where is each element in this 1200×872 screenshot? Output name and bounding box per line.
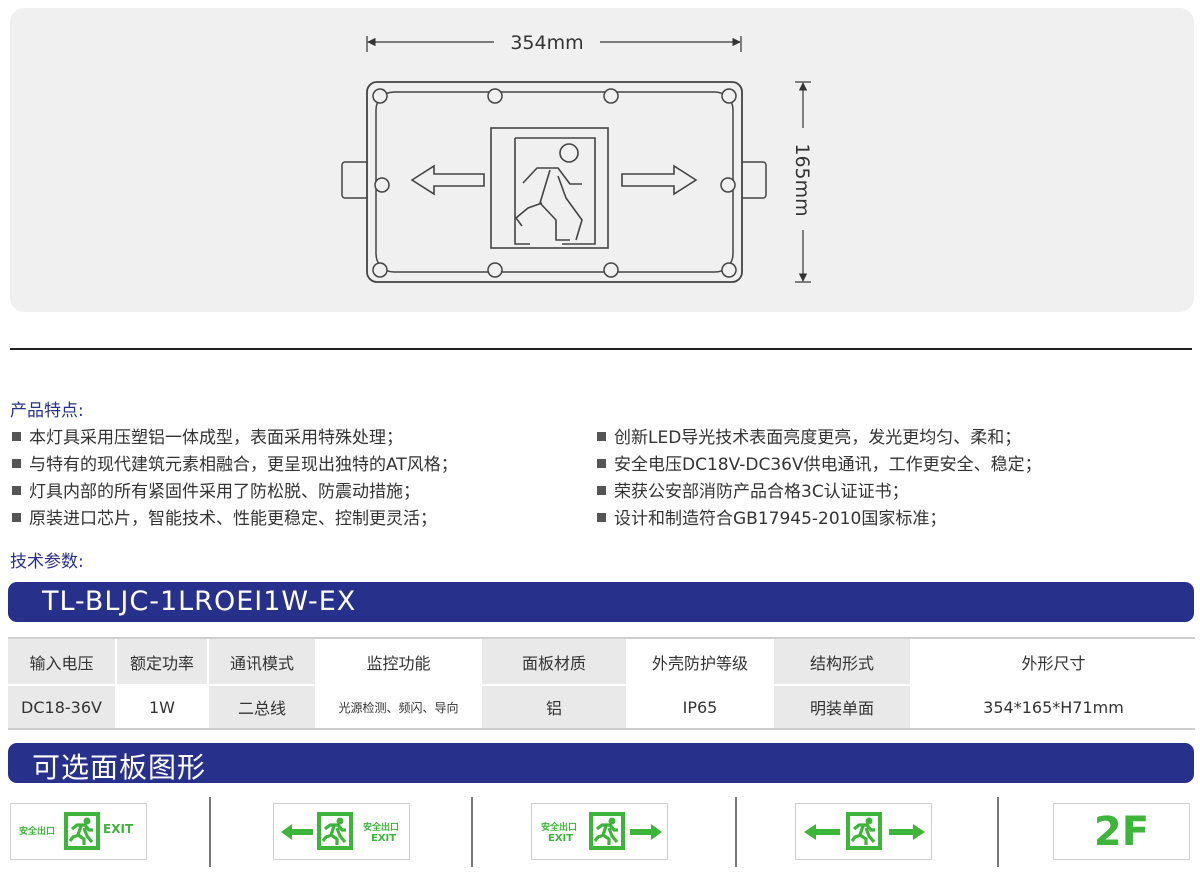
gland-right bbox=[739, 161, 767, 199]
options-heading: 可选面板图形 bbox=[32, 751, 207, 784]
spec-value: 354*165*H71mm bbox=[983, 697, 1124, 717]
spec-value: 1W bbox=[149, 697, 175, 717]
bullet-square-icon bbox=[12, 432, 21, 441]
feature-item: 创新LED导光技术表面亮度更亮，发光更均匀、柔和； bbox=[597, 423, 1021, 448]
arrow-left-icon bbox=[281, 824, 313, 840]
running-man-icon bbox=[64, 812, 100, 850]
spec-header: 面板材质 bbox=[482, 639, 626, 684]
spec-value: 铝 bbox=[482, 686, 626, 728]
spec-value: 明装单面 bbox=[774, 686, 910, 728]
arrow-left-icon bbox=[804, 824, 840, 840]
spec-header: 外形尺寸 bbox=[1021, 653, 1086, 673]
spec-header: 额定功率 bbox=[117, 639, 207, 684]
sign-en-text: EXIT bbox=[548, 833, 574, 844]
bullet-square-icon bbox=[12, 513, 21, 522]
sign-en-text: EXIT bbox=[103, 822, 134, 836]
feature-item: 安全电压DC18V-DC36V供电通讯，工作更安全、稳定； bbox=[597, 450, 1042, 475]
spec-table: 输入电压 额定功率 通讯模式 监控功能 面板材质 外壳防护等级 结构形式 外形尺… bbox=[8, 637, 1195, 730]
feature-item: 荣获公安部消防产品合格3C认证证书； bbox=[597, 477, 909, 502]
section-divider bbox=[10, 348, 1192, 350]
option-panel-exit: 安全出口 EXIT bbox=[10, 803, 147, 860]
bullet-square-icon bbox=[12, 486, 21, 495]
spec-value: DC18-36V bbox=[8, 686, 115, 728]
feature-item: 原装进口芯片，智能技术、性能更稳定、控制更灵活； bbox=[12, 504, 437, 529]
bullet-square-icon bbox=[597, 459, 606, 468]
sign-en-text: EXIT bbox=[371, 833, 397, 844]
spec-header: 结构形式 bbox=[774, 639, 910, 684]
spec-value: 二总线 bbox=[209, 686, 315, 728]
model-number: TL-BLJC-1LROEⅠ1W-EX bbox=[42, 586, 357, 617]
option-separator bbox=[471, 797, 473, 867]
feature-item: 灯具内部的所有紧固件采用了防松脱、防震动措施； bbox=[12, 477, 420, 502]
tech-heading: 技术参数: bbox=[10, 552, 84, 572]
spec-header: 监控功能 bbox=[366, 653, 431, 673]
option-separator bbox=[209, 797, 211, 867]
option-panel-both-arrows bbox=[795, 803, 932, 860]
spec-header: 外壳防护等级 bbox=[651, 653, 748, 673]
running-man-icon bbox=[846, 812, 882, 850]
arrow-right-icon bbox=[889, 824, 925, 840]
spec-header: 通讯模式 bbox=[209, 639, 315, 684]
option-panel-exit-right: 安全出口 EXIT bbox=[531, 803, 668, 860]
drawing-arrow-right bbox=[621, 164, 698, 196]
height-label: 165mm bbox=[791, 143, 813, 216]
sign-cn-text: 安全出口 bbox=[363, 823, 400, 833]
drawing-arrow-left bbox=[410, 164, 485, 196]
runner-head bbox=[559, 143, 579, 163]
sign-cn-text: 安全出口 bbox=[541, 823, 578, 833]
drawing-pictogram-frame bbox=[490, 127, 609, 249]
running-man-icon bbox=[317, 812, 353, 850]
options-bar: 可选面板图形 bbox=[8, 743, 1194, 784]
sign-cn-text: 安全出口 bbox=[19, 827, 56, 837]
spec-value: IP65 bbox=[682, 697, 718, 717]
running-man-icon bbox=[589, 812, 625, 850]
bullet-square-icon bbox=[12, 459, 21, 468]
gland-left bbox=[341, 161, 369, 199]
feature-item: 设计和制造符合GB17945-2010国家标准； bbox=[597, 504, 946, 529]
feature-item: 本灯具采用压塑铝一体成型，表面采用特殊处理； bbox=[12, 423, 403, 448]
bullet-square-icon bbox=[597, 486, 606, 495]
spec-header: 输入电压 bbox=[8, 639, 115, 684]
bullet-square-icon bbox=[597, 432, 606, 441]
housing-outline bbox=[366, 81, 743, 283]
width-label: 354mm bbox=[510, 32, 583, 54]
bolts bbox=[372, 88, 737, 278]
model-bar: TL-BLJC-1LROEⅠ1W-EX bbox=[8, 582, 1194, 622]
option-separator bbox=[997, 797, 999, 867]
feature-item: 与特有的现代建筑元素相融合，更呈现出独特的AT风格； bbox=[12, 450, 458, 475]
option-panel-exit-left: 安全出口 EXIT bbox=[273, 803, 410, 860]
drawing-panel: 354mm 165mm bbox=[10, 8, 1194, 312]
fixture-drawing: 354mm 165mm bbox=[341, 32, 813, 283]
option-panel-floor: 2F bbox=[1053, 803, 1190, 860]
option-separator bbox=[735, 797, 737, 867]
floor-label: 2F bbox=[1093, 808, 1150, 855]
arrow-right-icon bbox=[630, 824, 662, 840]
spec-value: 光源检测、频闪、导向 bbox=[338, 700, 459, 715]
features-heading: 产品特点: bbox=[10, 401, 84, 421]
bullet-square-icon bbox=[597, 513, 606, 522]
